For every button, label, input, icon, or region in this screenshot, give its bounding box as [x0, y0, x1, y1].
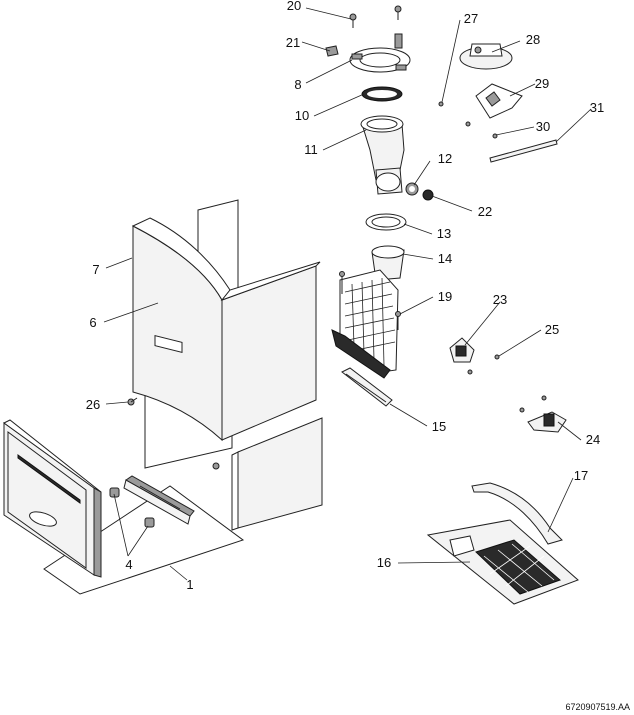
cover-28 — [459, 43, 513, 70]
callout-11: 11 — [304, 142, 318, 157]
callout-30: 30 — [536, 119, 550, 134]
callout-19: 19 — [438, 289, 452, 304]
leader-lines — [103, 7, 592, 581]
clip-21 — [325, 45, 339, 57]
part-27 — [438, 101, 444, 107]
flange-ring — [349, 33, 411, 73]
left-side-panel — [131, 217, 231, 442]
callout-12: 12 — [438, 151, 452, 166]
seal-ring-12 — [405, 182, 419, 196]
flue-adapter — [360, 115, 405, 195]
screw-19a — [339, 271, 345, 294]
callout-17: 17 — [574, 468, 588, 483]
callout-7: 7 — [92, 262, 99, 277]
bracket-rail-17 — [471, 482, 563, 545]
callout-21: 21 — [286, 35, 300, 50]
callout-6: 6 — [89, 315, 96, 330]
component-23 — [449, 337, 475, 375]
callout-26: 26 — [86, 397, 100, 412]
gasket-10 — [361, 86, 403, 102]
callout-25: 25 — [545, 322, 559, 337]
callout-22: 22 — [478, 204, 492, 219]
callout-8: 8 — [294, 77, 301, 92]
callout-23: 23 — [493, 292, 507, 307]
callout-24: 24 — [586, 432, 600, 447]
right-side-panel — [220, 261, 321, 441]
callout-14: 14 — [438, 251, 452, 266]
callout-20: 20 — [287, 0, 301, 13]
ring-13 — [365, 213, 407, 231]
bottom-tray-16 — [426, 519, 579, 605]
callout-4: 4 — [125, 557, 132, 572]
adjustable-foot-right — [144, 517, 155, 528]
callout-labels: 1 4 6 7 8 10 11 12 13 14 15 16 17 19 20 … — [86, 0, 604, 592]
callout-27: 27 — [464, 11, 478, 26]
callout-28: 28 — [526, 32, 540, 47]
callout-13: 13 — [437, 226, 451, 241]
callout-10: 10 — [295, 108, 309, 123]
component-24 — [519, 395, 567, 433]
rod-31 — [489, 139, 558, 163]
front-door-panel — [3, 419, 102, 578]
screw-20b — [394, 5, 402, 20]
seal-15 — [341, 367, 393, 407]
callout-31: 31 — [590, 100, 604, 115]
plug-22 — [422, 189, 434, 201]
air-box — [331, 245, 405, 379]
callout-15: 15 — [432, 419, 446, 434]
screw-20a — [349, 13, 357, 28]
callout-1: 1 — [186, 577, 193, 592]
bracket-29 — [475, 83, 523, 119]
callout-29: 29 — [535, 76, 549, 91]
part-30 — [465, 121, 498, 139]
screw-25 — [494, 354, 500, 360]
screw-26 — [127, 397, 138, 406]
screw-casing — [212, 462, 220, 470]
document-id: 6720907519.AA — [565, 702, 630, 712]
hinge-bracket — [123, 475, 195, 525]
callout-16: 16 — [377, 555, 391, 570]
